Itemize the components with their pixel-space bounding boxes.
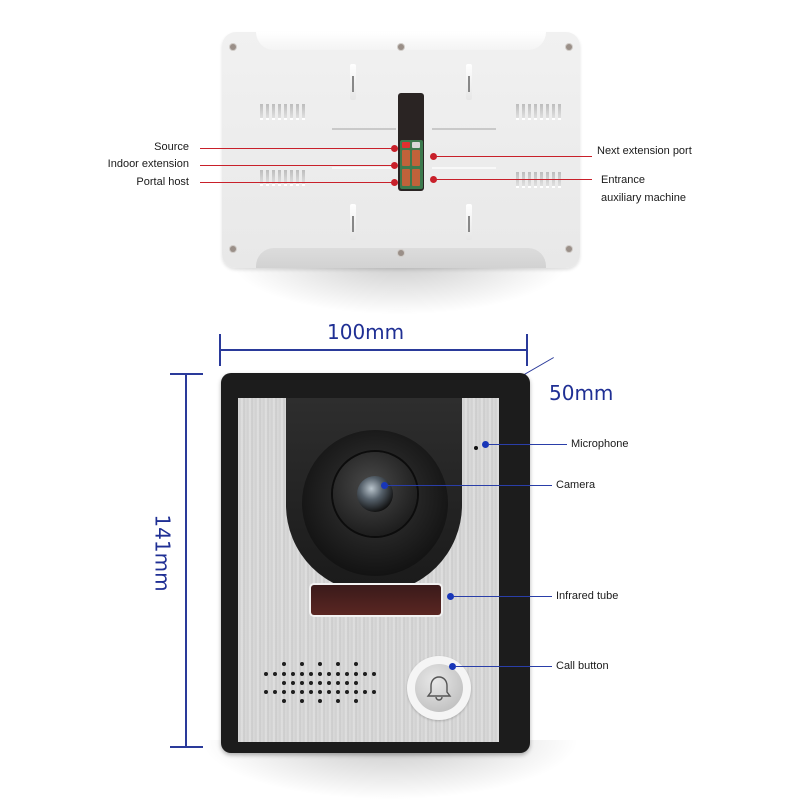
callout-line: [200, 165, 394, 166]
bell-icon: [426, 676, 452, 701]
callout-line: [436, 179, 592, 180]
dimension-height-label: 141mm: [150, 514, 175, 592]
screw-icon: [230, 44, 236, 50]
dimension-width-line: [219, 349, 527, 351]
microphone-hole: [474, 446, 478, 450]
callout-line: [489, 444, 567, 445]
label-portal-host: Portal host: [136, 176, 189, 188]
label-source: Source: [154, 141, 189, 153]
infrared-tube-window: [311, 585, 441, 615]
label-infrared-tube: Infrared tube: [556, 590, 619, 602]
screw-icon: [398, 44, 404, 50]
camera-lens-icon: [357, 476, 393, 512]
mount-slot: [466, 204, 472, 240]
callout-dot: [391, 145, 398, 152]
ridge: [332, 128, 396, 130]
dimension-depth-label: 50mm: [549, 381, 614, 405]
vent-grille: [260, 170, 305, 186]
callout-dot: [391, 162, 398, 169]
callout-line: [454, 596, 552, 597]
terminal-block-pcb: [400, 140, 423, 189]
dimension-width-label: 100mm: [327, 320, 405, 344]
dimension-tick: [170, 746, 203, 748]
call-button[interactable]: [415, 664, 463, 712]
callout-dot: [430, 176, 437, 183]
vent-grille: [260, 104, 305, 120]
monitor-top-rim: [256, 32, 546, 50]
monitor-bottom-rim: [256, 248, 546, 268]
dimension-tick: [170, 373, 203, 375]
label-auxiliary-machine: auxiliary machine: [601, 192, 686, 204]
dimension-tick: [526, 334, 528, 366]
label-call-button: Call button: [556, 660, 609, 672]
callout-dot: [391, 179, 398, 186]
ridge: [332, 167, 396, 169]
ridge: [432, 128, 496, 130]
label-entrance: Entrance: [601, 174, 646, 186]
screw-icon: [566, 246, 572, 252]
mount-slot: [350, 64, 356, 100]
label-microphone: Microphone: [571, 438, 629, 450]
label-next-extension-port: Next extension port: [597, 145, 692, 157]
callout-dot: [482, 441, 489, 448]
screw-icon: [230, 246, 236, 252]
label-indoor-extension: Indoor extension: [107, 158, 189, 170]
callout-dot: [430, 153, 437, 160]
callout-line: [388, 485, 552, 486]
ridge: [432, 167, 496, 169]
callout-dot: [447, 593, 454, 600]
callout-line: [436, 156, 592, 157]
callout-line: [200, 182, 394, 183]
screw-icon: [566, 44, 572, 50]
callout-line: [200, 148, 394, 149]
speaker-grille: [264, 662, 380, 706]
vent-grille: [516, 172, 561, 188]
label-camera: Camera: [556, 479, 596, 491]
screw-icon: [398, 250, 404, 256]
vent-grille: [516, 104, 561, 120]
dimension-height-line: [185, 373, 187, 747]
callout-dot: [381, 482, 388, 489]
dimension-tick: [219, 334, 221, 366]
mount-slot: [350, 204, 356, 240]
callout-dot: [449, 663, 456, 670]
mount-slot: [466, 64, 472, 100]
callout-line: [456, 666, 552, 667]
